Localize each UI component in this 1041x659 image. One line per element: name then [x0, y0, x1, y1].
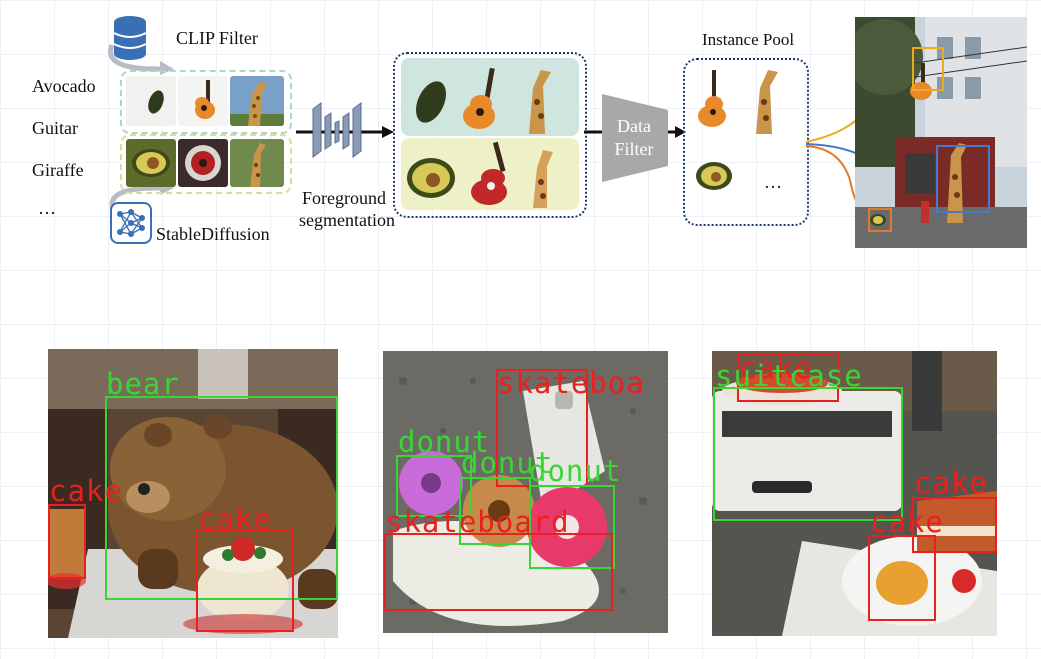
clip-image-guitar [178, 76, 228, 126]
category-avocado: Avocado [32, 76, 96, 96]
detection-label-bear: bear [106, 367, 180, 401]
detection-box-cake-right [912, 497, 997, 553]
category-ellipsis: … [38, 198, 56, 218]
street-scene-image [855, 17, 1027, 248]
detection-label-skateboard-bottom: skateboard [385, 505, 570, 539]
foreground-label-line1: Foreground [302, 188, 386, 208]
neural-network-icon [110, 202, 152, 244]
detection-label-donut-center: donut [461, 446, 554, 480]
segmentation-network-icon [312, 102, 362, 158]
sd-image-giraffe [230, 139, 284, 187]
arrow-to-segmentation [296, 126, 394, 138]
detection-label-cake-bottom: cake [870, 505, 944, 539]
pasted-guitar-box [912, 47, 944, 91]
data-filter-funnel [602, 94, 668, 182]
pasted-avocado-box [868, 208, 892, 232]
detection-label-cake-center: cake [198, 502, 272, 536]
instance-pool-more: … [764, 172, 782, 192]
arrow-to-data-filter [584, 130, 602, 134]
foreground-label-line2: segmentation [299, 210, 395, 230]
clip-image-giraffe [230, 76, 284, 126]
detection-box-cake-center [196, 530, 294, 632]
database-icon [113, 16, 147, 60]
pasted-giraffe-box [936, 145, 990, 213]
detection-panel-2: skateboa donut donut donut skateboard [383, 351, 668, 633]
detection-label-cake-right: cake [914, 466, 988, 500]
detection-label-cake-top: cake [739, 351, 813, 385]
arrow-to-instance-pool [668, 126, 686, 138]
detection-label-suitcase: suitcase [715, 359, 863, 393]
instance-pool-label: Instance Pool [702, 30, 795, 49]
detection-label-donut-right: donut [529, 454, 622, 488]
detection-box-donut-left [396, 455, 472, 517]
data-filter-line2: Filter [614, 139, 654, 159]
detection-panel-1: bear cake cake [48, 349, 338, 638]
detection-box-skateboard-bottom [384, 533, 613, 611]
detection-box-bear [105, 396, 338, 600]
detection-label-cake-left: cake [49, 474, 123, 508]
sd-images-box [120, 134, 292, 194]
curved-arrow-clip [108, 44, 174, 75]
segmentation-results-box [393, 52, 587, 218]
clip-filter-label: CLIP Filter [176, 28, 258, 48]
detection-label-donut-left: donut [398, 425, 491, 459]
detection-box-cake-left [48, 504, 86, 579]
detection-panel-3: cake suitcase cake cake [712, 351, 997, 636]
detection-box-cake-top [737, 354, 839, 402]
category-guitar: Guitar [32, 118, 78, 138]
data-filter-line1: Data [617, 116, 651, 136]
detection-box-donut-right [529, 485, 615, 569]
sd-image-guitar [178, 139, 228, 187]
instance-pool-items [696, 70, 778, 190]
segmented-sd-row [401, 138, 579, 210]
sd-image-avocado [126, 139, 176, 187]
clip-image-avocado [126, 76, 176, 126]
detection-label-skateboard-top: skateboa [497, 366, 645, 400]
segmented-clip-row [401, 58, 579, 136]
detection-box-cake-bottom [868, 535, 936, 621]
detection-box-suitcase [713, 387, 903, 521]
category-giraffe: Giraffe [32, 160, 84, 180]
clip-images-box [120, 70, 292, 134]
stable-diffusion-label: StableDiffusion [156, 224, 270, 244]
